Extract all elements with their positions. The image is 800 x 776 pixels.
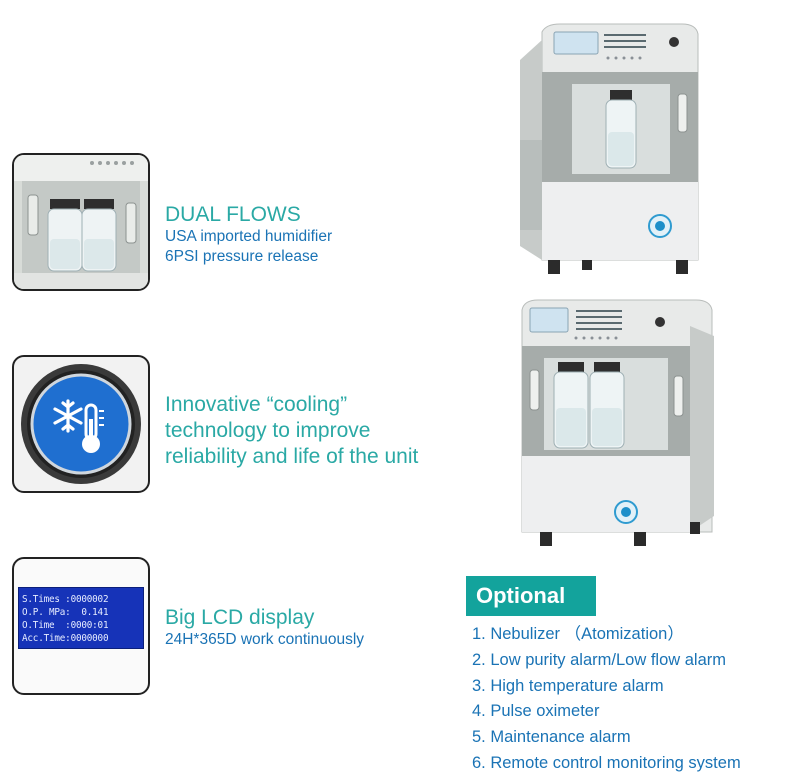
optional-item-nebulizer: 1. Nebulizer （Atomization） [472, 625, 684, 643]
dual-flows-title: DUAL FLOWS [165, 203, 301, 226]
lcd-line-2: O.P. MPa: 0.141 [22, 607, 109, 618]
cooling-line-2: technology to improve [165, 419, 371, 442]
dual-flows-line-2: 6PSI pressure release [165, 248, 319, 265]
lcd-line-1: S.Times :0000002 [22, 594, 109, 605]
lcd-subtitle: 24H*365D work continuously [165, 631, 365, 648]
optional-item-maintenance-alarm: 5. Maintenance alarm [472, 728, 631, 747]
optional-item-high-temperature-alarm: 3. High temperature alarm [472, 676, 664, 695]
optional-heading: Optional [466, 576, 596, 616]
cooling-thumbnail [12, 355, 150, 493]
lcd-thumbnail: S.Times :0000002 O.P. MPa: 0.141 O.Time … [12, 557, 150, 695]
snowflake-thermometer-icon [21, 364, 141, 484]
lcd-screen: S.Times :0000002 O.P. MPa: 0.141 O.Time … [18, 587, 144, 649]
oxygen-concentrator-dual-image [521, 299, 714, 546]
lcd-line-3: O.Time :0000:01 [22, 620, 109, 631]
cooling-line-1: Innovative “cooling” [165, 393, 348, 416]
optional-item-low-purity-alarm: 2. Low purity alarm/Low flow alarm [472, 650, 727, 669]
lcd-text: Big LCD display 24H*365D work continuous… [165, 606, 364, 650]
lcd-line-4: Acc.Time:0000000 [22, 633, 109, 644]
cooling-line-3: reliability and life of the unit [165, 445, 419, 468]
dual-flows-line-1: USA imported humidifier [165, 228, 333, 245]
dual-humidifier-image [14, 155, 148, 289]
cooling-text: Innovative “cooling” technology to impro… [165, 392, 418, 470]
optional-item-remote-monitoring: 6. Remote control monitoring system [472, 753, 741, 772]
dual-flows-thumbnail [12, 153, 150, 291]
optional-list: 1. Nebulizer （Atomization） 2. Low purity… [472, 622, 741, 776]
lcd-title: Big LCD display [165, 606, 315, 629]
oxygen-concentrator-single-image [520, 23, 699, 274]
dual-flows-text: DUAL FLOWS USA imported humidifier 6PSI … [165, 203, 332, 267]
optional-item-pulse-oximeter: 4. Pulse oximeter [472, 702, 600, 721]
